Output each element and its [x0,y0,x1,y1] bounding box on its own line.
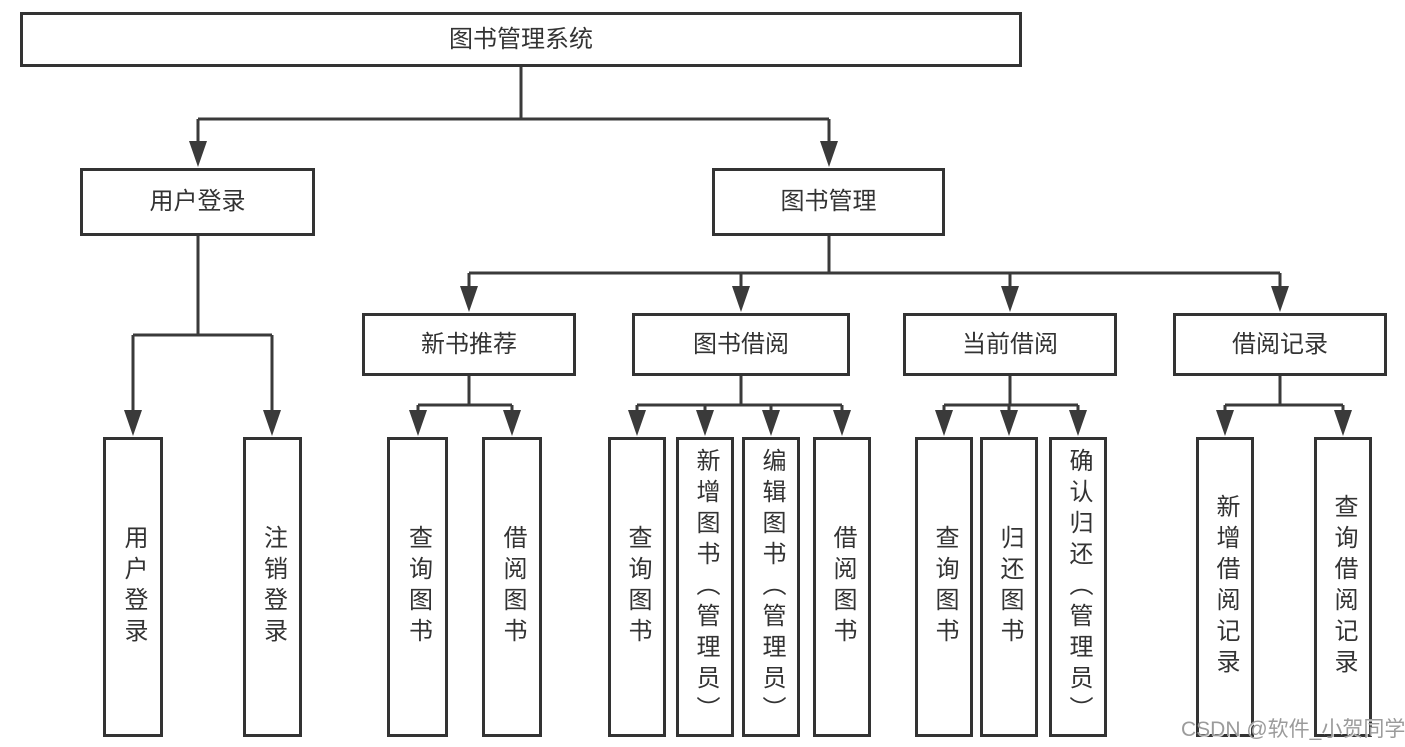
connector-bookborrow-to-leaves [635,376,844,418]
node-book-management-label: 图书管理 [780,188,877,215]
leaf-br-add-record: 新增借阅记录 [1196,437,1254,737]
leaf-user-login: 用户登录 [103,437,163,737]
node-new-book-recommend: 新书推荐 [362,313,576,376]
leaf-nb-query-books: 查询图书 [387,437,448,737]
leaf-cb-return-books: 归还图书 [980,437,1038,737]
leaf-cb-return-books-label: 归还图书 [996,525,1023,649]
connector-currentborrow-to-leaves [942,376,1080,418]
connector-newbook-to-leaves [416,376,514,418]
node-root-system: 图书管理系统 [20,12,1022,67]
connector-records-to-leaves [1223,376,1345,418]
leaf-bb-edit-book-admin-label: 编辑图书（管理员） [758,447,785,727]
leaf-bb-borrow-books: 借阅图书 [813,437,871,737]
leaf-br-query-record-label: 查询借阅记录 [1330,494,1357,680]
leaf-br-add-record-label: 新增借阅记录 [1212,494,1239,680]
leaf-bb-edit-book-admin: 编辑图书（管理员） [742,437,800,737]
node-book-borrow: 图书借阅 [632,313,850,376]
leaf-bb-add-book-admin: 新增图书（管理员） [676,437,734,737]
node-current-borrow: 当前借阅 [903,313,1117,376]
leaf-nb-borrow-books: 借阅图书 [482,437,542,737]
leaf-cb-confirm-return-admin: 确认归还（管理员） [1049,437,1107,737]
connector-userlogin-to-leaves [131,236,274,416]
node-borrow-records: 借阅记录 [1173,313,1387,376]
leaf-logout-label: 注销登录 [259,525,287,649]
leaf-nb-query-books-label: 查询图书 [404,525,432,649]
leaf-nb-borrow-books-label: 借阅图书 [499,525,526,649]
connector-root-to-level2 [196,67,831,146]
node-user-login: 用户登录 [80,168,315,236]
node-user-login-label: 用户登录 [149,188,246,215]
node-new-book-recommend-label: 新书推荐 [421,330,517,358]
node-current-borrow-label: 当前借阅 [962,330,1058,358]
leaf-bb-query-books: 查询图书 [608,437,666,737]
leaf-cb-query-books: 查询图书 [915,437,973,737]
leaf-cb-query-books-label: 查询图书 [931,525,958,649]
node-book-borrow-label: 图书借阅 [693,330,789,358]
leaf-bb-add-book-admin-label: 新增图书（管理员） [692,447,719,727]
connector-bookmgmt-to-level3 [467,236,1282,291]
leaf-user-login-label: 用户登录 [120,525,147,649]
node-borrow-records-label: 借阅记录 [1232,330,1328,358]
leaf-bb-borrow-books-label: 借阅图书 [829,525,856,649]
node-book-management: 图书管理 [712,168,945,236]
leaf-bb-query-books-label: 查询图书 [624,525,651,649]
node-root-system-label: 图书管理系统 [449,25,593,53]
leaf-cb-confirm-return-admin-label: 确认归还（管理员） [1065,447,1092,727]
watermark-text: CSDN @软件_小贺同学 [1181,718,1405,741]
leaf-logout: 注销登录 [243,437,302,737]
leaf-br-query-record: 查询借阅记录 [1314,437,1372,737]
